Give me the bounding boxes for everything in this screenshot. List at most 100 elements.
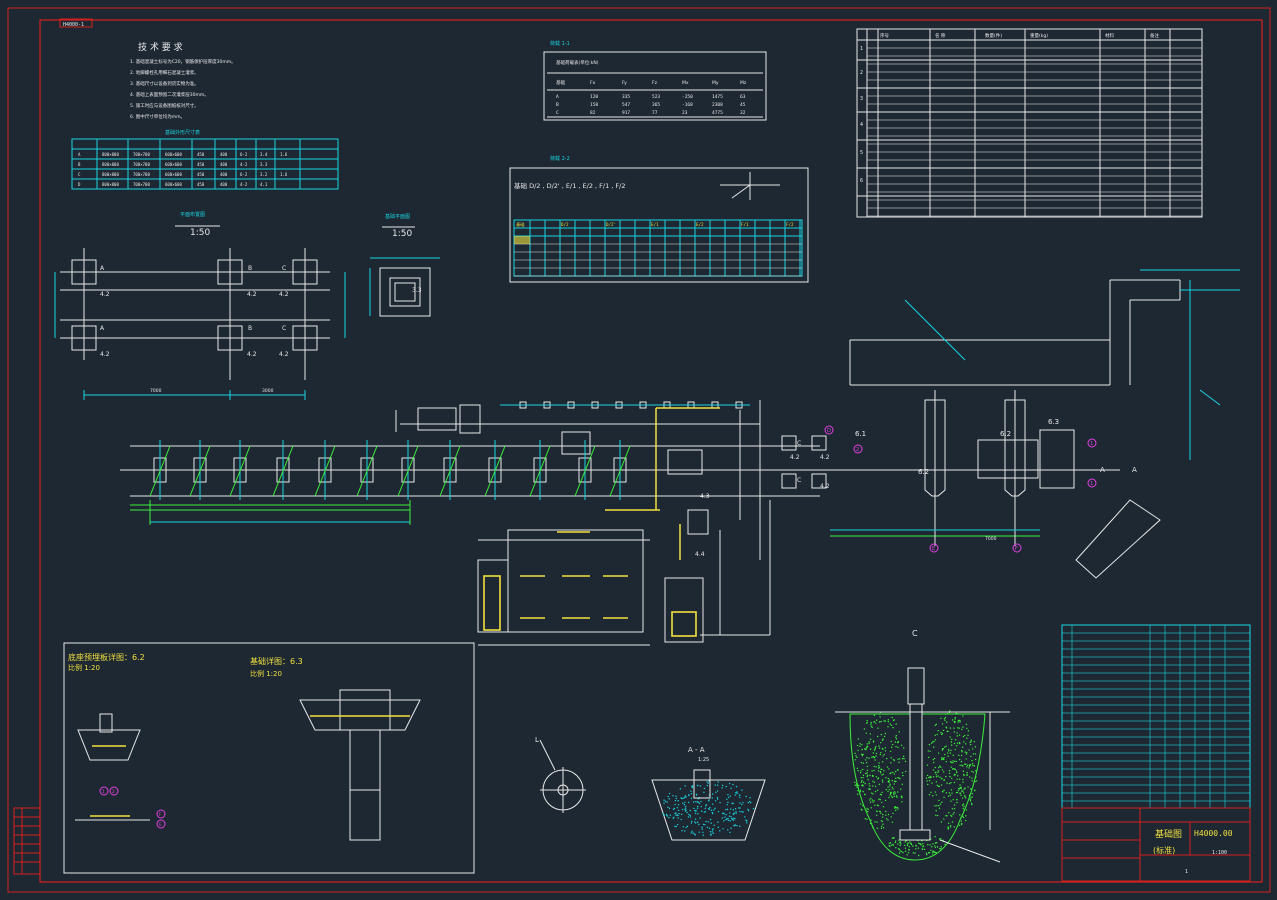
svg-text:1: 1 (1090, 481, 1093, 487)
svg-text:A: A (1132, 466, 1137, 474)
table-cell: 6-2 (240, 152, 248, 157)
drawing-frame (7, 7, 1271, 893)
svg-text:4.2: 4.2 (247, 291, 257, 298)
grid-label: A (100, 265, 105, 272)
table-cell: 450 (197, 182, 205, 187)
detail-1-title: 底座预埋板详图：6.2 (68, 652, 145, 662)
parts-group-number: 2 (860, 70, 863, 76)
table-cell: 4-2 (240, 162, 248, 167)
table-cell: B (556, 102, 559, 108)
table-header-cell: Fy (622, 80, 627, 86)
table-cell: A (556, 94, 559, 100)
table-cell: 4-2 (240, 182, 248, 187)
load-table-2: 荷载 2-2 基础 D/2 , D/2' , E/1 , E/2 , F/1 ,… (509, 155, 809, 283)
grid-label: B (248, 265, 252, 272)
table-cell: 547 (622, 102, 630, 108)
svg-text:C: C (797, 440, 801, 447)
table-cell: 700×700 (133, 152, 150, 157)
title-drawing-number: H4000.00 (1194, 829, 1233, 838)
svg-text:2: 2 (112, 789, 115, 795)
table-cell: 600×600 (165, 162, 182, 167)
table-cell: 335 (622, 94, 630, 100)
svg-text:基础平面图: 基础平面图 (385, 213, 410, 220)
svg-text:C: C (282, 325, 286, 332)
table-header-cell: 基础 (556, 79, 565, 86)
table-cell: 800×800 (102, 152, 119, 157)
svg-text:A: A (100, 325, 105, 332)
detail-1-scale: 比例 1:20 (68, 663, 100, 672)
table-cell: 32 (740, 110, 746, 116)
table-cell: 800×800 (102, 182, 119, 187)
table-header-cell: D/2 (561, 222, 569, 227)
parts-header-cell: 名 称 (935, 32, 946, 39)
parts-header-cell: 备注 (1150, 32, 1159, 39)
parts-header-cell: 材料 (1105, 32, 1114, 39)
tech-req-item: 1. 基础混凝土标号为C20，钢筋保护层厚度30mm。 (130, 58, 236, 65)
svg-text:1: 1 (102, 789, 105, 795)
table-header-cell: Mx (682, 80, 689, 86)
svg-text:4.2: 4.2 (820, 483, 830, 490)
table-cell: 1.6 (280, 152, 288, 157)
tech-req-item: 3. 基础尺寸以设备到货实物为准。 (130, 80, 199, 87)
table-cell: 77 (652, 110, 658, 116)
svg-text:4.2: 4.2 (820, 454, 830, 461)
table-cell: C (78, 172, 81, 177)
svg-text:B: B (248, 325, 252, 332)
table-cell: -250 (682, 94, 693, 100)
dim-label: 3000 (262, 388, 274, 394)
table-cell: B (78, 162, 81, 167)
table-cell: 450 (197, 172, 205, 177)
parts-header-cell: 序号 (880, 32, 889, 39)
section-a-a: A - A 1:25 (651, 746, 766, 841)
table-header-cell: My (712, 80, 719, 86)
table-cell: D (78, 182, 81, 187)
svg-text:4.2: 4.2 (279, 351, 289, 358)
svg-text:3.3: 3.3 (412, 287, 422, 294)
tech-req-item: 2. 地脚螺栓孔用细石混凝土灌浆。 (130, 69, 199, 76)
table-header-cell: Fx (590, 80, 596, 86)
svg-text:4.2: 4.2 (790, 454, 800, 461)
table-cell: 800×800 (102, 162, 119, 167)
detail-marker: 6.2 (918, 468, 929, 476)
lower-plan-view (477, 529, 704, 646)
title-scale: 1:100 (1212, 850, 1227, 856)
load-table-2-title: 荷载 2-2 (550, 155, 570, 162)
table-cell: 4.1 (260, 182, 268, 187)
table-cell: 917 (622, 110, 630, 116)
table-cell: 700×700 (133, 162, 150, 167)
tech-req-item: 5. 施工时应与设备图纸核对尺寸。 (130, 102, 199, 109)
load-table-2-caption: 基础 D/2 , D/2' , E/1 , E/2 , F/1 , F/2 (514, 181, 626, 190)
load-table-1-border (543, 51, 767, 121)
dim-label: 7000 (150, 388, 162, 394)
parts-header-cell: 数量(件) (985, 32, 1002, 39)
grid-bubble: D (827, 428, 831, 434)
corner-tag: H4000-1 (63, 22, 84, 28)
parts-group-number: 4 (860, 122, 863, 128)
right-plan-view: 7000 D 2 E F 1 1 A A (824, 269, 1240, 579)
table-cell: 82 (590, 110, 596, 116)
table-header-cell: F/1 (741, 222, 749, 227)
section-a-scale: 1:25 (698, 757, 709, 763)
svg-text:C: C (797, 477, 801, 484)
table-cell: 1.6 (280, 172, 288, 177)
parts-header-cell: 重量(kg) (1030, 32, 1048, 39)
plan-1-scale: 1:50 (190, 228, 210, 238)
tech-requirements-title: 技 术 要 求 (138, 41, 183, 53)
table-header-cell: 基础 (516, 221, 524, 228)
table-cell: 2308 (712, 102, 723, 108)
table-cell: 400 (220, 182, 228, 187)
table-cell: 23 (682, 110, 688, 116)
elev-label: 4.3 (700, 493, 710, 500)
table-cell: 523 (652, 94, 660, 100)
table-cell: 45 (740, 102, 746, 108)
table-cell: 3.3 (260, 162, 268, 167)
table-cell: 3.4 (260, 152, 268, 157)
table-cell: 4775 (712, 110, 723, 116)
table-cell: 1475 (712, 94, 723, 100)
plan-view-1: 平面布置图 1:50 7000 3000 A B C A B C 4.2 4.2… (54, 211, 346, 400)
detail-marker: 6.3 (1048, 418, 1059, 426)
title-block: 基础图 (标准) H4000.00 1:100 1 (1061, 624, 1251, 882)
